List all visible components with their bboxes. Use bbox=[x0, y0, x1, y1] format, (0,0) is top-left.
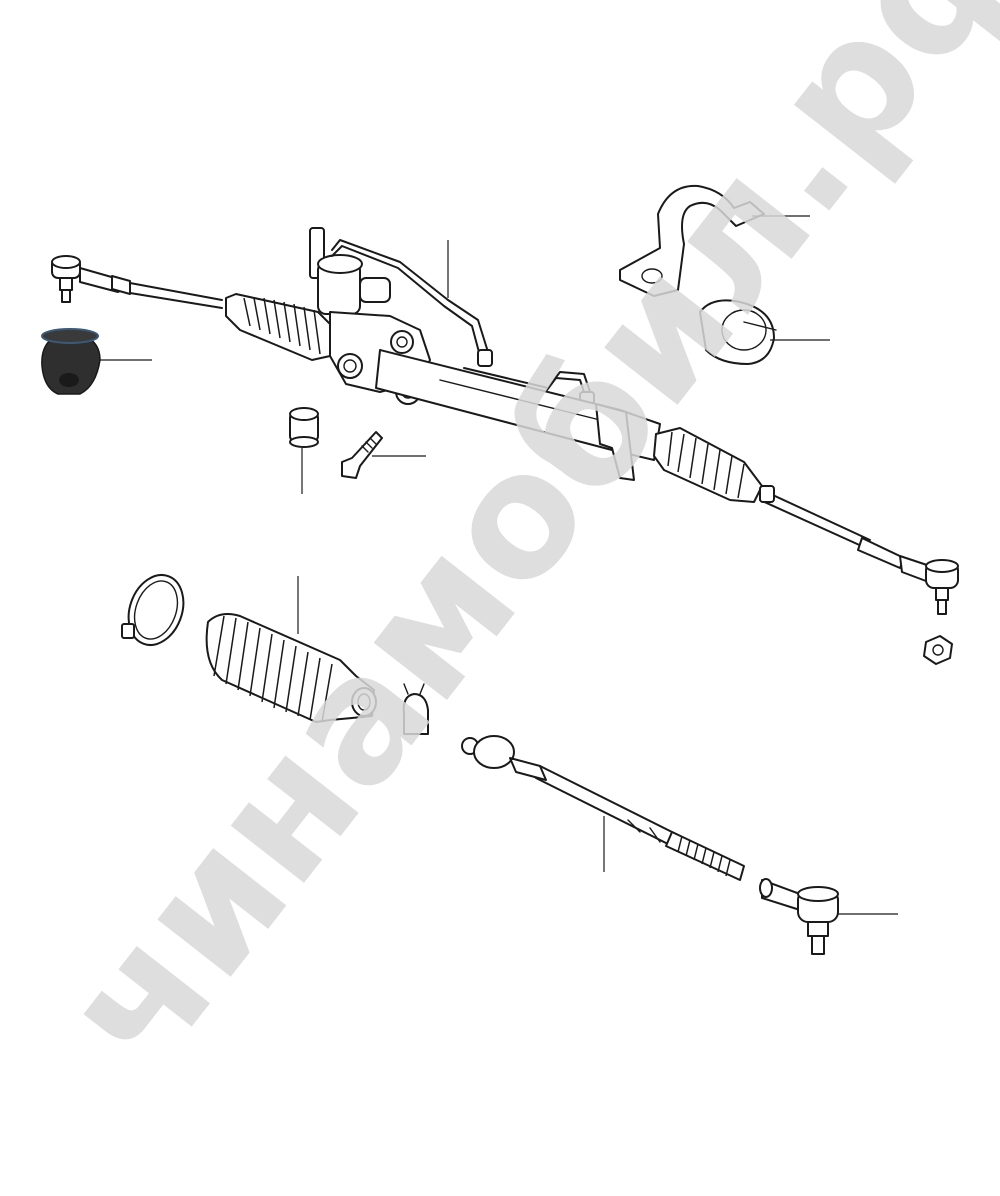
boot-clamp-ring bbox=[121, 574, 185, 646]
inner-tie-rod bbox=[461, 735, 745, 881]
bracket-bushing bbox=[699, 299, 777, 365]
right-tie-rod-end bbox=[899, 555, 959, 615]
right-rack-boot bbox=[653, 427, 763, 503]
replacement-rack-boot bbox=[205, 613, 377, 723]
outer-tie-rod-end bbox=[759, 878, 839, 955]
small-bushing bbox=[289, 407, 319, 448]
small-boot-clip bbox=[402, 683, 429, 735]
right-mount-clamp bbox=[595, 403, 635, 481]
steering-rack-assembly bbox=[51, 227, 959, 615]
castle-nut bbox=[923, 635, 953, 665]
mounting-bolt bbox=[341, 431, 383, 479]
ball-joint-dust-boot bbox=[41, 328, 101, 395]
rack-mount-bracket bbox=[619, 184, 765, 297]
hydraulic-lines bbox=[331, 239, 595, 407]
